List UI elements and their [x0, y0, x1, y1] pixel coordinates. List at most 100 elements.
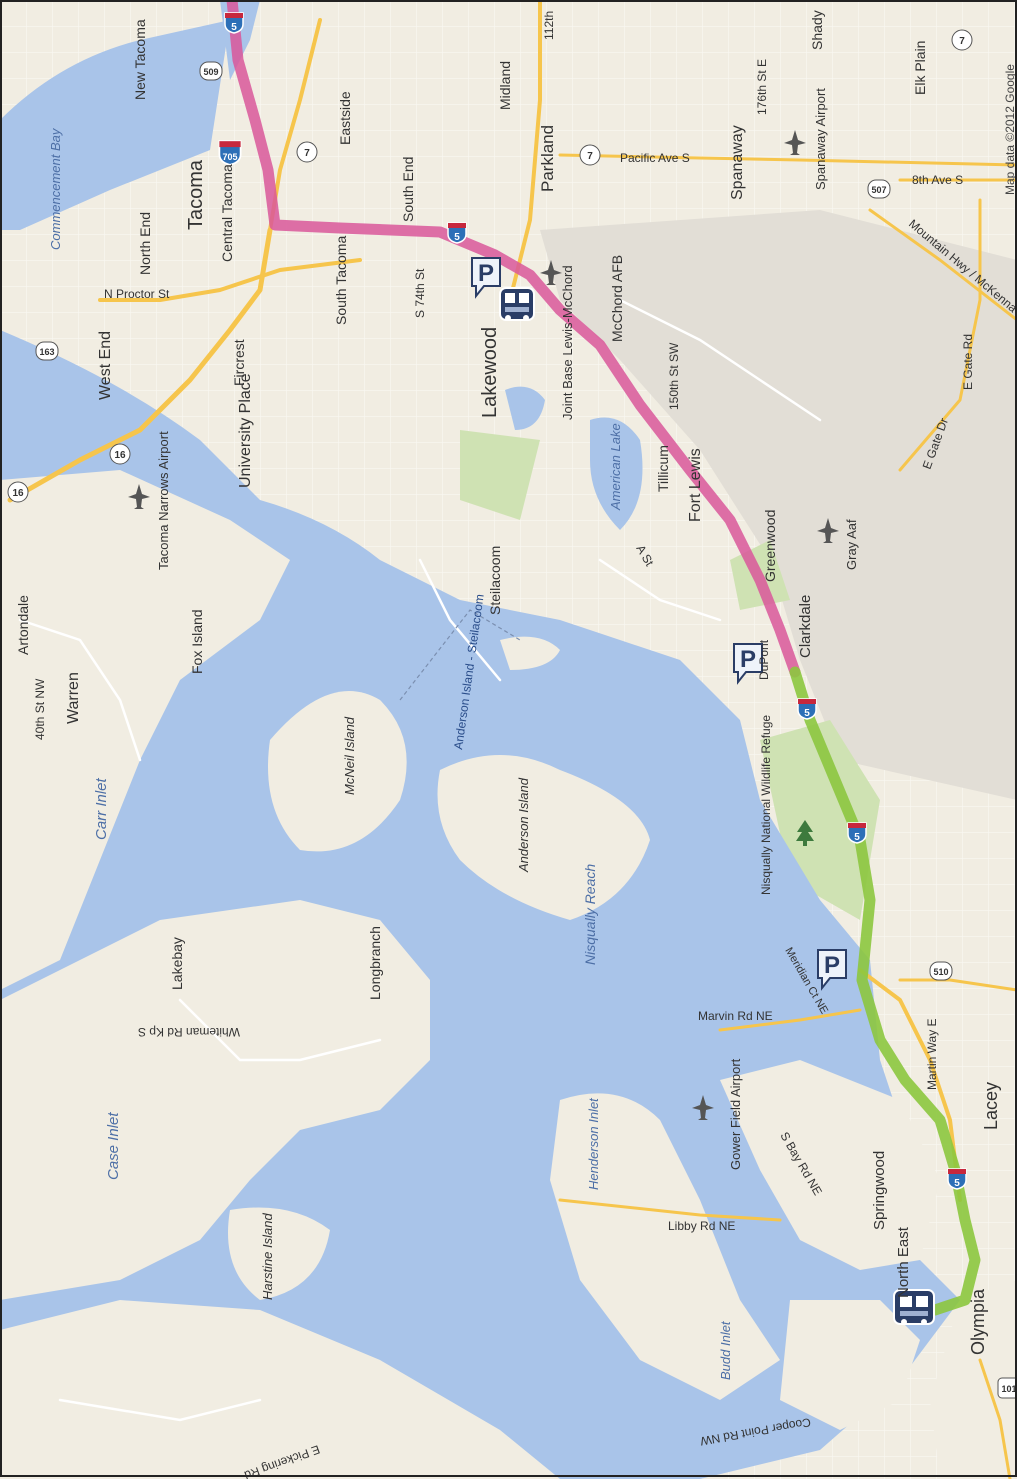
sr507-shield: 507: [867, 179, 891, 199]
label-fox-island: Fox Island: [189, 609, 205, 674]
label-harstine-island: Harstine Island: [260, 1213, 275, 1300]
label-tillicum: Tillicum: [655, 445, 671, 492]
airplane-icon: [817, 518, 839, 543]
label-marvin-rd: Marvin Rd NE: [698, 1009, 773, 1023]
sr16-shield-2: 16: [7, 481, 29, 503]
svg-text:7: 7: [587, 151, 593, 162]
label-springwood: Springwood: [871, 1151, 888, 1230]
label-tacoma: Tacoma: [185, 159, 207, 230]
label-budd-inlet: Budd Inlet: [718, 1320, 733, 1380]
ferry-route: [399, 609, 521, 701]
label-clarkdale: Clarkdale: [797, 595, 814, 658]
label-anderson-island: Anderson Island: [516, 777, 531, 873]
label-40th: 40th St NW: [33, 678, 47, 740]
svg-text:510: 510: [933, 967, 948, 977]
bus-icon-olympia[interactable]: [893, 1289, 935, 1325]
parking-marker-hawks-prairie[interactable]: P: [817, 949, 847, 991]
map-copyright: Map data ©2012 Google: [1003, 64, 1017, 195]
i5-shield-2: 5: [447, 222, 467, 244]
label-dupont: DuPont: [757, 639, 771, 680]
bus-icon-lakewood[interactable]: [499, 287, 535, 321]
label-longbranch: Longbranch: [367, 926, 383, 1000]
label-parkland: Parkland: [538, 125, 557, 192]
svg-text:509: 509: [203, 67, 218, 77]
label-martin-way: Martin Way E: [925, 1018, 939, 1090]
label-midland: Midland: [497, 61, 513, 110]
label-carr-inlet: Carr Inlet: [93, 777, 110, 840]
label-112th: 112th: [542, 11, 556, 40]
label-mcneil-island: McNeil Island: [342, 716, 357, 795]
i5-shield-3: 5: [797, 698, 817, 720]
us101-shield: 101: [997, 1377, 1017, 1399]
parking-marker-label: P: [740, 646, 756, 673]
label-spanaway: Spanaway: [729, 125, 746, 200]
svg-text:5: 5: [954, 1178, 960, 1189]
label-shady: Shady: [809, 10, 825, 50]
svg-text:5: 5: [804, 708, 810, 719]
parking-marker-label: P: [824, 952, 840, 979]
label-lakewood: Lakewood: [479, 327, 501, 418]
svg-text:7: 7: [304, 148, 310, 159]
label-american-lake: American Lake: [608, 423, 623, 511]
highway-shields: 5 5 5 5 5 705 7 7 7 509 163 16 16 507 51…: [7, 12, 1017, 1399]
minor-roads: [18, 298, 822, 1422]
landmasses: [0, 470, 1017, 1479]
label-elk-plain: Elk Plain: [912, 41, 928, 95]
label-libby-rd: Libby Rd NE: [668, 1219, 735, 1233]
label-150th: 150th St SW: [667, 342, 681, 410]
parking-marker-lakewood[interactable]: P: [471, 257, 501, 299]
label-eastside: Eastside: [337, 91, 353, 145]
label-central-tacoma: Central Tacoma: [219, 164, 235, 262]
sr163-shield: 163: [35, 341, 59, 361]
label-south-tacoma: South Tacoma: [333, 236, 349, 325]
label-gray-aaf: Gray Aaf: [844, 519, 859, 570]
parking-marker-dupont[interactable]: P: [733, 643, 763, 685]
sr16-shield-1: 16: [109, 443, 131, 465]
label-176th: 176th St E: [755, 59, 769, 115]
label-artondale: Artondale: [15, 595, 31, 655]
label-fort-lewis: Fort Lewis: [687, 448, 704, 522]
sr7-shield-1: 7: [296, 141, 318, 163]
svg-text:507: 507: [871, 185, 886, 195]
label-new-tacoma: New Tacoma: [132, 19, 148, 100]
label-west-end: West End: [97, 331, 114, 400]
route-segment-pink: [226, 0, 801, 678]
svg-text:5: 5: [454, 232, 460, 243]
parking-marker-label: P: [478, 260, 494, 287]
military-area: [540, 210, 1017, 800]
sr7-shield-3: 7: [951, 29, 973, 51]
park-lakewood: [460, 430, 540, 520]
label-8th-ave: 8th Ave S: [912, 173, 963, 187]
i705-shield: 705: [218, 140, 242, 166]
label-whiteman: Whiteman Rd Kp S: [138, 1025, 240, 1039]
sr7-shield-2: 7: [579, 144, 601, 166]
label-fircrest: Fircrest: [231, 339, 247, 386]
svg-text:16: 16: [114, 450, 126, 461]
svg-text:705: 705: [222, 152, 237, 162]
label-greenwood: Greenwood: [762, 510, 778, 582]
svg-text:7: 7: [959, 36, 965, 47]
label-s-74th: S 74th St: [413, 268, 427, 318]
label-commencement-bay: Commencement Bay: [48, 127, 63, 250]
label-spanaway-airport: Spanaway Airport: [813, 88, 828, 190]
label-lacey: Lacey: [981, 1082, 1001, 1130]
label-olympia: Olympia: [968, 1288, 988, 1355]
label-e-gate-rd: E Gate Rd: [961, 334, 975, 390]
svg-text:163: 163: [39, 347, 54, 357]
label-n-proctor: N Proctor St: [104, 287, 170, 301]
label-university-place: University Place: [237, 373, 254, 488]
i5-shield-1: 5: [224, 12, 244, 34]
svg-text:101: 101: [1001, 1384, 1016, 1394]
airplane-icon: [692, 1095, 714, 1120]
label-north-end: North End: [137, 212, 153, 275]
label-nisqually-reach: Nisqually Reach: [582, 864, 598, 965]
label-case-inlet: Case Inlet: [105, 1112, 122, 1180]
label-nisqually-refuge: Nisqually National Wildlife Refuge: [759, 715, 773, 895]
label-mcchord-afb: McChord AFB: [609, 255, 625, 342]
svg-text:16: 16: [12, 488, 24, 499]
sr509-shield: 509: [199, 61, 223, 81]
svg-text:5: 5: [854, 832, 860, 843]
i5-shield-4: 5: [847, 822, 867, 844]
